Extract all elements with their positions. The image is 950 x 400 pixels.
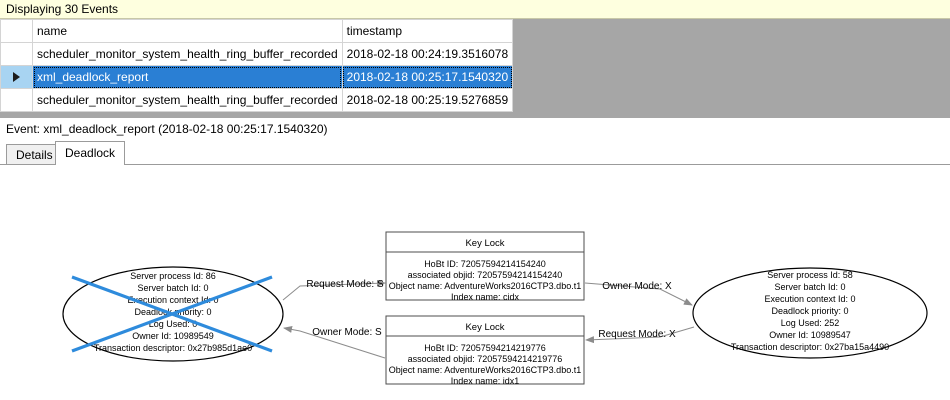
resource-node-keylock-bottom[interactable]: Key Lock HoBt ID: 72057594214219776 asso… bbox=[385, 315, 585, 386]
process-right-line-4: Log Used: 252 bbox=[781, 318, 840, 328]
process-left-line-1: Server batch Id: 0 bbox=[137, 283, 208, 293]
resource-node-keylock-top[interactable]: Key Lock HoBt ID: 72057594214154240 asso… bbox=[385, 231, 585, 302]
keylock-top-line-3: Index name: cidx bbox=[451, 292, 520, 302]
tab-deadlock[interactable]: Deadlock bbox=[55, 141, 126, 165]
event-detail-title: Event: xml_deadlock_report (2018-02-18 0… bbox=[6, 122, 328, 136]
keylock-bottom-line-2: Object name: AdventureWorks2016CTP3.dbo.… bbox=[389, 365, 581, 375]
cell-timestamp[interactable]: 2018-02-18 00:25:17.1540320 bbox=[341, 65, 514, 89]
process-right-line-2: Execution context Id: 0 bbox=[764, 294, 855, 304]
table-row[interactable]: scheduler_monitor_system_health_ring_buf… bbox=[0, 88, 514, 112]
column-header-timestamp[interactable]: timestamp bbox=[341, 19, 514, 43]
events-count-label: Displaying 30 Events bbox=[6, 2, 119, 16]
cell-name[interactable]: scheduler_monitor_system_health_ring_buf… bbox=[32, 42, 343, 66]
events-table: name timestamp scheduler_monitor_system_… bbox=[0, 19, 514, 112]
tab-deadlock-label: Deadlock bbox=[65, 146, 116, 160]
keylock-bottom-line-1: associated objid: 72057594214219776 bbox=[408, 354, 563, 364]
header-row: name timestamp bbox=[0, 19, 514, 43]
row-selector-cell[interactable] bbox=[0, 42, 33, 66]
process-left-line-5: Owner Id: 10989549 bbox=[132, 331, 214, 341]
cell-timestamp[interactable]: 2018-02-18 00:24:19.3516078 bbox=[341, 42, 514, 66]
events-table-body: scheduler_monitor_system_health_ring_buf… bbox=[0, 42, 514, 112]
keylock-top-line-1: associated objid: 72057594214154240 bbox=[408, 270, 563, 280]
process-left-line-6: Transaction descriptor: 0x27b985d1ae0 bbox=[94, 343, 252, 353]
events-count-banner: Displaying 30 Events bbox=[0, 0, 950, 19]
edge-right-owner-label: Owner Mode: X bbox=[602, 281, 672, 292]
events-table-header: name timestamp bbox=[0, 19, 514, 43]
process-node-right[interactable]: Server process Id: 58 Server batch Id: 0… bbox=[692, 267, 928, 359]
keylock-bottom-line-0: HoBt ID: 72057594214219776 bbox=[424, 343, 546, 353]
row-selector-cell[interactable] bbox=[0, 88, 33, 112]
column-header-name[interactable]: name bbox=[32, 19, 343, 43]
tab-details-label: Details bbox=[16, 148, 53, 162]
process-right-line-5: Owner Id: 10989547 bbox=[769, 330, 851, 340]
process-right-line-1: Server batch Id: 0 bbox=[774, 282, 845, 292]
edge-left-request-label: Request Mode: S bbox=[306, 279, 384, 290]
process-left-line-2: Execution context Id: 0 bbox=[127, 295, 218, 305]
tabstrip-separator bbox=[0, 164, 950, 165]
keylock-bottom-line-3: Index name: idx1 bbox=[451, 376, 520, 386]
cell-timestamp[interactable]: 2018-02-18 00:25:19.5276859 bbox=[341, 88, 514, 112]
deadlock-graph-canvas[interactable]: Request Mode: S Owner Mode: S Owner Mode… bbox=[0, 165, 950, 400]
process-right-line-6: Transaction descriptor: 0x27ba15a4490 bbox=[731, 342, 889, 352]
process-right-line-0: Server process Id: 58 bbox=[767, 270, 853, 280]
edge-left-request: Request Mode: S bbox=[282, 279, 386, 301]
keylock-top-line-2: Object name: AdventureWorks2016CTP3.dbo.… bbox=[389, 281, 581, 291]
edge-left-owner-label: Owner Mode: S bbox=[312, 327, 382, 338]
process-left-line-0: Server process Id: 86 bbox=[130, 271, 216, 281]
process-right-line-3: Deadlock priority: 0 bbox=[771, 306, 848, 316]
tabstrip: Details Deadlock bbox=[0, 140, 950, 165]
edge-right-owner: Owner Mode: X bbox=[584, 281, 693, 306]
edge-right-request: Request Mode: X bbox=[585, 326, 695, 344]
row-selector-cell[interactable] bbox=[0, 65, 33, 89]
row-selector-arrow-icon bbox=[13, 72, 20, 82]
edge-left-owner: Owner Mode: S bbox=[283, 326, 386, 359]
keylock-top-line-0: HoBt ID: 72057594214154240 bbox=[424, 259, 546, 269]
table-row[interactable]: xml_deadlock_report 2018-02-18 00:25:17.… bbox=[0, 65, 514, 89]
row-selector-header bbox=[0, 19, 33, 43]
cell-name[interactable]: xml_deadlock_report bbox=[32, 65, 343, 89]
keylock-top-title: Key Lock bbox=[465, 238, 504, 249]
cell-name[interactable]: scheduler_monitor_system_health_ring_buf… bbox=[32, 88, 343, 112]
table-row[interactable]: scheduler_monitor_system_health_ring_buf… bbox=[0, 42, 514, 66]
events-grid[interactable]: name timestamp scheduler_monitor_system_… bbox=[0, 19, 950, 118]
victim-cross-icon bbox=[71, 275, 273, 353]
event-detail-header: Event: xml_deadlock_report (2018-02-18 0… bbox=[0, 119, 950, 139]
edge-right-request-label: Request Mode: X bbox=[598, 329, 676, 340]
process-node-left[interactable]: Server process Id: 86 Server batch Id: 0… bbox=[62, 266, 284, 362]
process-left-line-4: Log Used: 0 bbox=[149, 319, 198, 329]
keylock-bottom-title: Key Lock bbox=[465, 322, 504, 333]
